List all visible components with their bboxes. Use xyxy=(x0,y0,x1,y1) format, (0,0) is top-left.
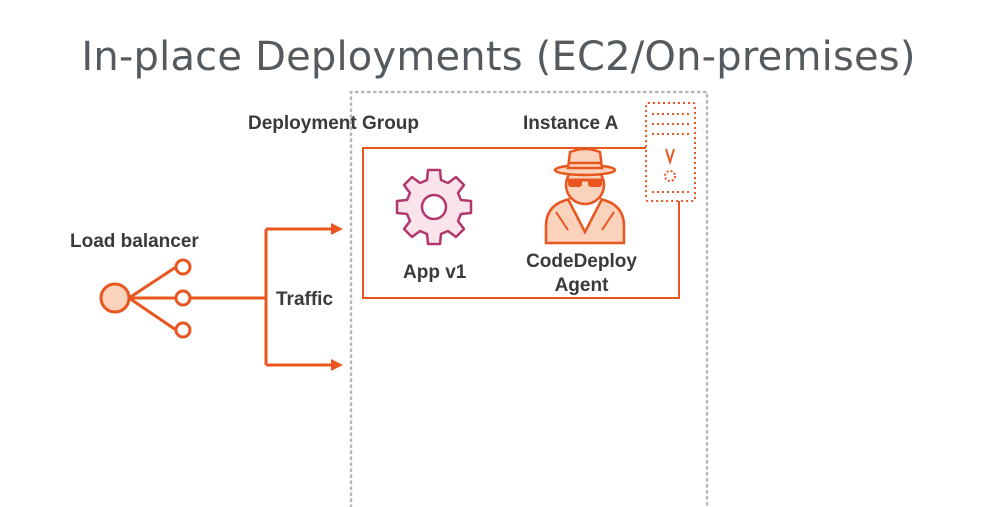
load-balancer-label: Load balancer xyxy=(70,231,199,252)
page-title: In-place Deployments (EC2/On-premises) xyxy=(81,34,916,80)
deployment-group-boundary xyxy=(349,90,709,507)
arrowhead-lower xyxy=(331,359,343,371)
codedeploy-agent-label: CodeDeploy Agent xyxy=(508,250,655,298)
instance-a-label: Instance A xyxy=(523,113,619,134)
arrowhead-upper xyxy=(331,223,343,235)
codedeploy-agent-label-line2: Agent xyxy=(554,275,609,296)
app-v1-label: App v1 xyxy=(403,262,467,283)
load-balancer-icon xyxy=(99,258,192,339)
traffic-label: Traffic xyxy=(276,289,334,310)
server-icon xyxy=(645,102,696,202)
deployment-group-label: Deployment Group xyxy=(248,113,420,134)
spy-agent-icon xyxy=(544,147,626,245)
codedeploy-agent-label-line1: CodeDeploy xyxy=(526,251,637,272)
traffic-arrows xyxy=(190,223,343,371)
instance-a-box[interactable] xyxy=(362,147,680,299)
gear-icon xyxy=(395,168,473,246)
